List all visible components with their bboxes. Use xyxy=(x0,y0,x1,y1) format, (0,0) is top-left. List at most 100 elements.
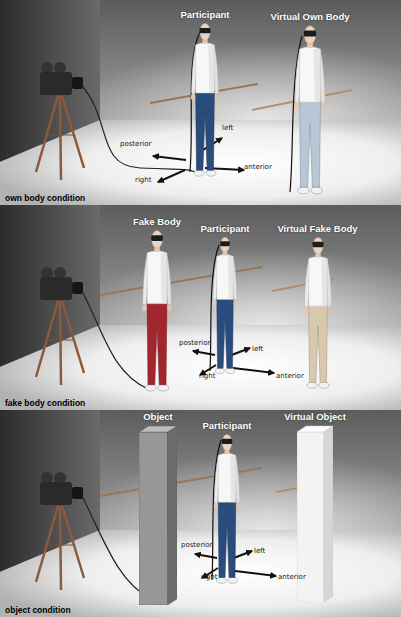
hand xyxy=(321,103,326,111)
shirt xyxy=(147,251,167,304)
person-figure: Virtual Fake Body xyxy=(270,222,365,392)
person-shape xyxy=(211,433,243,587)
head-mounted-display xyxy=(199,28,210,33)
scene-panel: object condition ObjectParticipantVirtual… xyxy=(0,410,401,617)
hand xyxy=(191,94,195,101)
shirt xyxy=(300,47,321,102)
shoe xyxy=(298,187,309,194)
person-shape xyxy=(210,236,240,377)
direction-arrow xyxy=(158,170,185,182)
shoe xyxy=(194,170,204,176)
hand xyxy=(214,503,218,510)
direction-arrow xyxy=(193,351,215,355)
head-mounted-display xyxy=(220,241,230,246)
person-figure: Participant xyxy=(195,222,255,377)
figure-label: Virtual Own Body xyxy=(245,10,375,24)
person-shape xyxy=(301,236,335,392)
direction-label: left xyxy=(252,345,263,353)
hand xyxy=(167,304,172,311)
hand xyxy=(294,103,299,111)
hand xyxy=(303,307,307,314)
prism-top xyxy=(297,426,333,432)
figure-label: Virtual Object xyxy=(255,410,375,424)
hand xyxy=(234,300,238,306)
room xyxy=(0,205,401,412)
object-prism: Object xyxy=(127,410,189,605)
direction-arrow xyxy=(233,368,274,373)
shoe xyxy=(226,368,235,374)
trousers xyxy=(218,500,236,577)
room xyxy=(0,410,401,617)
figure-label: Participant xyxy=(155,8,255,22)
shirt-shade xyxy=(314,49,321,102)
head-mounted-display xyxy=(304,31,316,37)
room xyxy=(0,0,401,207)
hand xyxy=(142,304,147,311)
figure-label: Participant xyxy=(175,222,275,236)
condition-caption: own body condition xyxy=(5,193,85,203)
head xyxy=(200,23,210,40)
prism-front xyxy=(139,432,168,605)
camera-on-tripod xyxy=(36,62,84,180)
fake-body-scene xyxy=(0,205,401,412)
person-shape xyxy=(291,24,329,198)
head xyxy=(222,434,232,450)
shirt-shade xyxy=(230,455,236,502)
own-body-scene xyxy=(0,0,401,207)
head xyxy=(221,237,230,252)
camera-cable xyxy=(82,86,196,172)
object-scene xyxy=(0,410,401,617)
direction-label: anterior xyxy=(278,573,306,581)
hand xyxy=(213,300,217,306)
hand xyxy=(327,307,331,314)
shoe xyxy=(217,577,227,583)
shirt xyxy=(308,256,327,306)
head-mounted-display xyxy=(312,242,323,247)
condition-caption: fake body condition xyxy=(5,398,85,408)
person-figure: Virtual Own Body xyxy=(265,10,355,198)
trousers xyxy=(196,91,215,170)
condition-caption: object condition xyxy=(5,605,71,615)
trousers xyxy=(300,100,321,187)
shirt xyxy=(217,255,234,300)
shoe xyxy=(318,382,328,388)
direction-label: anterior xyxy=(276,372,304,380)
camera-on-tripod xyxy=(36,472,84,590)
shirt xyxy=(218,453,236,502)
shoe xyxy=(311,187,322,194)
stick xyxy=(100,267,262,295)
shoe xyxy=(145,384,156,391)
person-figure: Fake Body xyxy=(127,215,187,395)
figure-label: Participant xyxy=(177,419,277,433)
trousers xyxy=(308,304,327,382)
direction-label: posterior xyxy=(179,339,210,347)
shirt-shade xyxy=(321,258,327,306)
head-mounted-display xyxy=(222,439,232,444)
shirt-shade xyxy=(161,253,167,304)
hand xyxy=(236,503,240,510)
direction-label: posterior xyxy=(181,541,212,549)
direction-label: anterior xyxy=(244,163,272,171)
head xyxy=(312,237,322,254)
direction-label: right xyxy=(135,176,151,184)
head xyxy=(152,231,163,249)
hand xyxy=(215,94,219,101)
person-figure: Participant xyxy=(175,8,235,180)
direction-label: right xyxy=(199,372,215,380)
camera-on-tripod xyxy=(36,267,84,385)
figure-label: Object xyxy=(107,410,209,424)
direction-label: left xyxy=(222,124,233,132)
person-figure: Participant xyxy=(197,419,257,587)
person-shape xyxy=(139,229,175,395)
figure-label: Fake Body xyxy=(107,215,207,229)
prism-side xyxy=(324,426,333,602)
shoe xyxy=(158,384,169,391)
direction-label: right xyxy=(201,573,217,581)
person-shape xyxy=(188,22,222,180)
shoe xyxy=(206,170,216,176)
prism-side xyxy=(168,426,178,605)
camera-cable xyxy=(82,291,148,389)
direction-label: left xyxy=(254,547,265,555)
head-mounted-display xyxy=(151,235,163,241)
